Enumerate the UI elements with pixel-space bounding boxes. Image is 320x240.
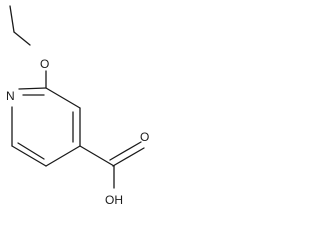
hydroxyl-label: OH bbox=[105, 193, 123, 207]
bond-carboxyl-c-o-double-b bbox=[109, 141, 142, 161]
bond-c2-c3 bbox=[45, 87, 81, 109]
carbonyl-oxygen-label: O bbox=[140, 130, 149, 144]
bond-n1-c2 bbox=[18, 87, 47, 90]
bond-carboxyl-c-o-double-a bbox=[112, 147, 145, 167]
bond-methylene-ether-oxygen bbox=[13, 31, 31, 46]
ring-nitrogen-label: N bbox=[6, 89, 15, 103]
bond-c4-carboxyl-carbon bbox=[79, 145, 115, 167]
bond-c4-c5 bbox=[45, 145, 81, 167]
ethoxypyridine-carboxylic-acid-structure: O N O OH bbox=[6, 5, 149, 207]
bond-c5-c6-inner bbox=[17, 142, 45, 160]
ether-oxygen-label: O bbox=[40, 57, 49, 71]
bond-methyl-methylene bbox=[9, 5, 15, 33]
bond-c5-c6 bbox=[11, 145, 47, 167]
